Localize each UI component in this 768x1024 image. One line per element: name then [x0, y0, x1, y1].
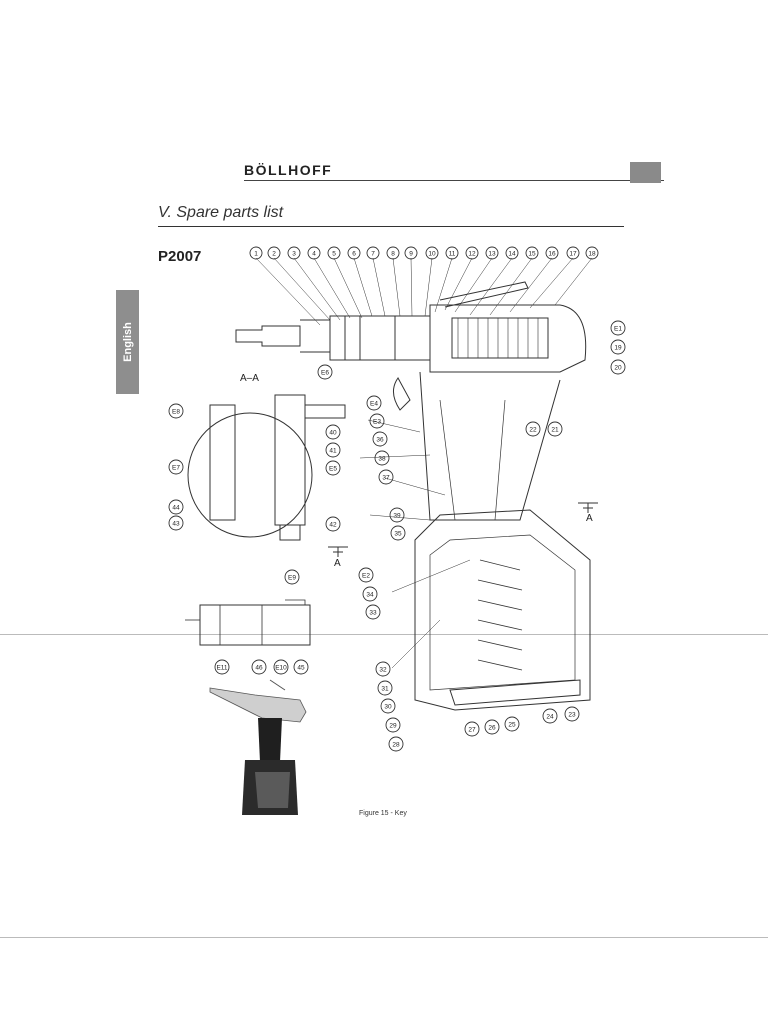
callout-label: E3: [373, 419, 381, 426]
callout-label: 33: [369, 610, 377, 617]
callout-label: 41: [329, 448, 337, 455]
brand-logo: BÖLLHOFF: [244, 162, 333, 178]
callout-label: 9: [409, 251, 413, 258]
callout-label: 8: [391, 251, 395, 258]
callout-label: E2: [362, 573, 370, 580]
callout-label: E6: [321, 370, 329, 377]
callout-label: 18: [588, 251, 596, 258]
callout-label: 10: [428, 251, 436, 258]
callout-label: 3: [292, 251, 296, 258]
callout-label: 23: [568, 712, 576, 719]
callout-label: 12: [468, 251, 476, 258]
callout-label: 37: [382, 475, 390, 482]
callout-label: 38: [378, 456, 386, 463]
cut-label-right: A: [586, 513, 593, 524]
callout-label: E4: [370, 401, 378, 408]
section-title: V. Spare parts list: [158, 204, 284, 221]
callout-label: 46: [255, 665, 263, 672]
callout-label: 29: [389, 723, 397, 730]
product-photo: [209, 679, 307, 815]
header-rule: [244, 180, 664, 181]
language-tab: English: [116, 290, 139, 394]
title-rule: [158, 226, 624, 227]
callout-label: 17: [569, 251, 577, 258]
callout-label: 32: [379, 667, 387, 674]
callout-label: 30: [384, 704, 392, 711]
cut-label-left: A: [334, 558, 341, 569]
callout-label: 36: [376, 437, 384, 444]
callout-label: 20: [614, 365, 622, 372]
callout-label: E8: [172, 409, 180, 416]
callout-label: 34: [366, 592, 374, 599]
callout-label: 26: [488, 725, 496, 732]
scan-line: [0, 634, 768, 635]
callout-label: 5: [332, 251, 336, 258]
callout-label: 6: [352, 251, 356, 258]
callout-label: 35: [394, 531, 402, 538]
section-label: A–A: [240, 373, 259, 384]
callout-label: 11: [449, 251, 456, 258]
callout-label: 39: [393, 513, 401, 520]
scan-line: [0, 937, 768, 938]
callout-label: 13: [488, 251, 496, 258]
callout-label: 14: [508, 251, 516, 258]
callout-label: 2: [272, 251, 276, 258]
callout-label: 21: [551, 427, 559, 434]
callout-label: 40: [329, 430, 337, 437]
callout-label: 22: [529, 427, 537, 434]
callout-label: 1: [254, 251, 258, 258]
callout-label: 4: [312, 251, 316, 258]
callout-label: 43: [172, 521, 180, 528]
callout-label: 19: [614, 345, 622, 352]
callout-label: 16: [548, 251, 556, 258]
callout-label: E10: [275, 665, 287, 672]
callout-label: 28: [392, 742, 400, 749]
callout-label: E5: [329, 466, 337, 473]
figure-caption: Figure 15 - Key: [359, 810, 407, 817]
callout-label: 31: [381, 686, 389, 693]
callout-label: 15: [528, 251, 536, 258]
callout-label: 45: [297, 665, 305, 672]
callout-label: 24: [546, 714, 554, 721]
callout-label: 27: [468, 727, 476, 734]
callout-label: 42: [329, 522, 337, 529]
callout-label: E9: [288, 575, 296, 582]
callout-label: E1: [614, 326, 622, 333]
callout-label: E7: [172, 465, 180, 472]
callout-label: 44: [172, 505, 180, 512]
callout-label: 25: [508, 722, 516, 729]
callout-label: 7: [371, 251, 375, 258]
model-name: P2007: [158, 248, 202, 265]
header-block: [630, 162, 661, 183]
callout-label: E11: [216, 665, 227, 672]
